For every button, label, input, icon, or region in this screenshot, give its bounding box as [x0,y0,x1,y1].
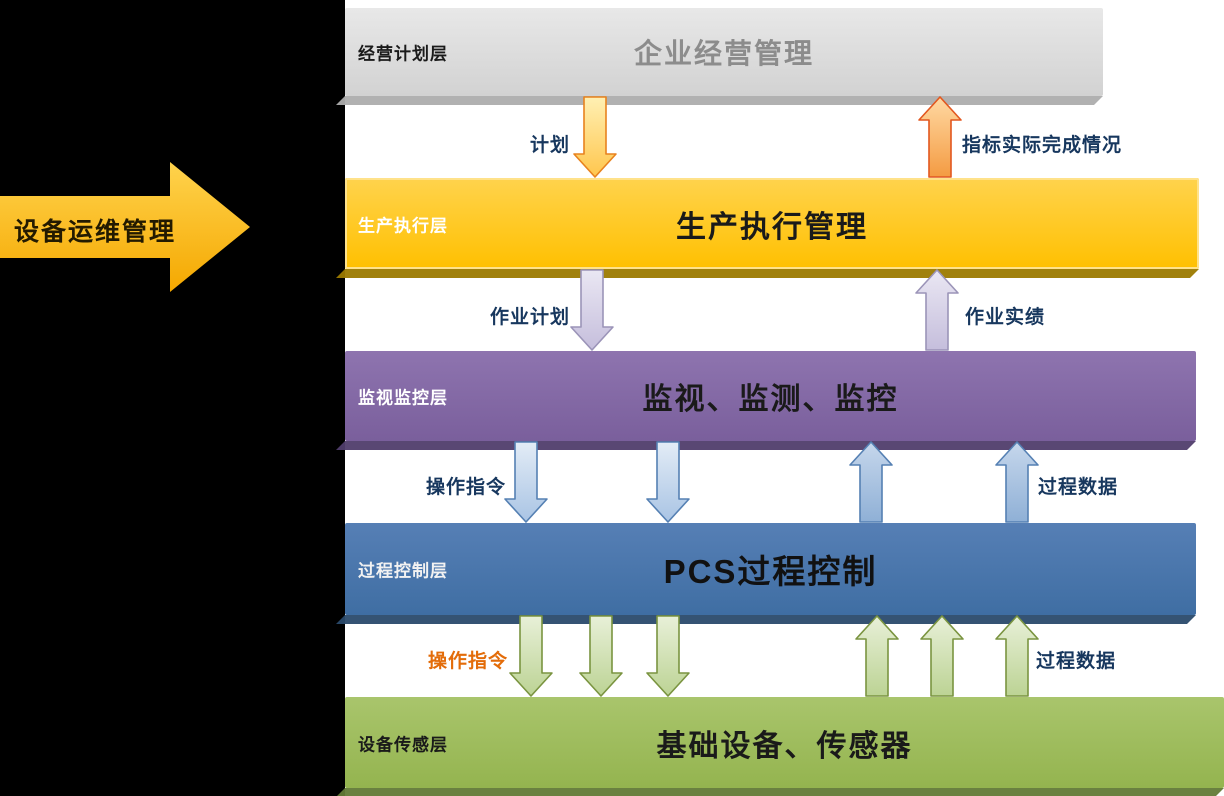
label-process-data-device: 过程数据 [1036,651,1117,672]
layer-title: 监视、监测、监控 [642,383,899,416]
label-operation-command-pcs: 操作指令 [426,477,507,498]
layer-title: 生产执行管理 [676,210,868,244]
layer-tag: 监视监控层 [358,388,448,408]
up-arrow-icon [855,615,899,697]
down-arrow-icon [504,441,548,523]
layer-process-control: 过程控制层 PCS过程控制 [345,523,1196,615]
right-block-arrow-icon [0,162,250,292]
down-arrow-icon [579,615,623,697]
layer-monitoring: 监视监控层 监视、监测、监控 [345,351,1196,441]
layer-device-sensing: 设备传感层 基础设备、传感器 [345,697,1224,788]
layer-tag: 经营计划层 [358,44,448,64]
layer-title: 基础设备、传感器 [656,729,913,763]
label-operation-command-device: 操作指令 [428,651,509,672]
layer-tag: 过程控制层 [358,561,448,581]
label-plan: 计划 [529,135,570,156]
up-arrow-icon [995,441,1039,523]
label-process-data-pcs: 过程数据 [1038,477,1119,498]
up-arrow-icon [995,615,1039,697]
layer-title: PCS过程控制 [663,553,878,590]
layer-tag: 生产执行层 [358,216,448,235]
down-arrow-icon [646,441,690,523]
up-arrow-icon [920,615,964,697]
up-arrow-icon [918,96,962,178]
label-job-plan: 作业计划 [490,307,571,328]
right-block-arrow-shape [0,162,250,292]
layer-tag: 设备传感层 [358,735,448,754]
down-arrow-icon [573,96,617,178]
side-arrow-label: 设备运维管理 [14,218,177,246]
layer-production-execution: 生产执行层 生产执行管理 [345,178,1199,269]
layer-title: 企业经营管理 [633,38,814,69]
up-arrow-icon [915,269,959,351]
down-arrow-icon [646,615,690,697]
up-arrow-icon [849,441,893,523]
label-actual-completion: 指标实际完成情况 [962,135,1123,156]
down-arrow-icon [570,269,614,351]
down-arrow-icon [509,615,553,697]
label-job-results: 作业实绩 [965,307,1046,328]
layer-business-planning: 经营计划层 企业经营管理 [345,8,1103,96]
